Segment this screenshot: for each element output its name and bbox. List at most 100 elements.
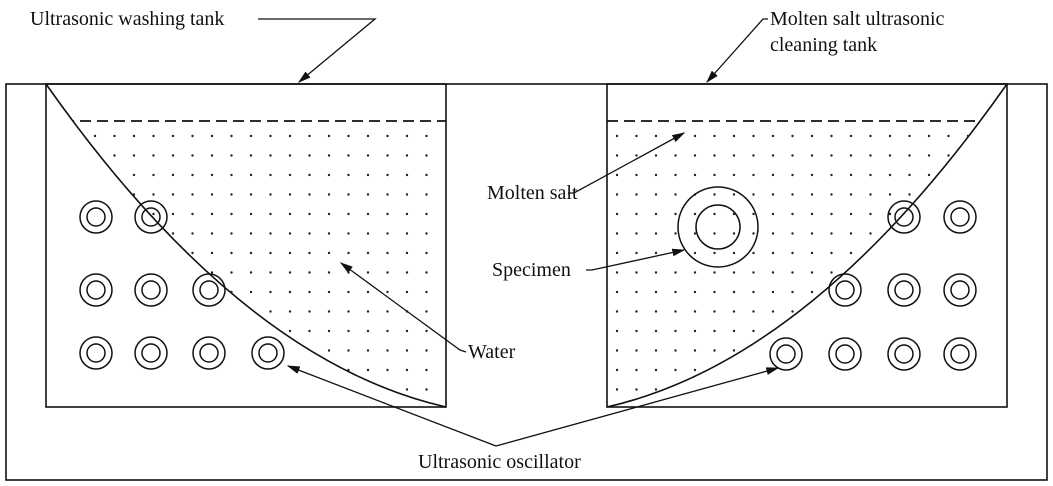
fill-dot — [308, 329, 311, 333]
fill-dot — [269, 349, 272, 352]
fill-dot — [230, 368, 233, 372]
fill-dot — [888, 388, 892, 391]
fill-dot — [386, 251, 389, 255]
fill-dot — [405, 271, 409, 274]
fill-dot — [366, 193, 370, 196]
fill-dot — [210, 232, 214, 235]
oscillator-outer-ring — [192, 336, 226, 370]
fill-dot — [869, 193, 872, 196]
fill-dot — [132, 134, 136, 138]
ultrasonic-oscillator — [79, 336, 113, 370]
oscillator-inner-ring — [86, 280, 106, 300]
fill-dot — [152, 329, 155, 333]
fill-dot — [635, 388, 638, 391]
fill-dot — [732, 154, 736, 157]
fill-dot — [654, 271, 658, 274]
fill-dot — [54, 368, 58, 372]
fill-dot — [654, 310, 658, 313]
fill-dot — [654, 232, 658, 235]
oscillator-label: Ultrasonic oscillator — [418, 451, 581, 473]
fill-dot — [927, 329, 931, 333]
fill-dot — [693, 329, 697, 333]
fill-dot — [347, 173, 350, 177]
fill-dot — [191, 368, 194, 372]
fill-dot — [347, 154, 350, 157]
fill-dot — [425, 193, 428, 196]
fill-dot — [93, 134, 97, 138]
fill-dot — [888, 271, 892, 274]
fill-dot — [615, 193, 619, 196]
fill-dot — [869, 388, 872, 391]
fill-dot — [986, 368, 989, 372]
fill-dot — [425, 388, 428, 391]
fill-dot — [210, 212, 214, 216]
ultrasonic-oscillator — [79, 273, 113, 307]
fill-dot — [674, 212, 677, 216]
ultrasonic-oscillator — [192, 336, 226, 370]
fill-dot — [386, 329, 389, 333]
ultrasonic-oscillator — [943, 273, 977, 307]
fill-dot — [888, 290, 892, 294]
fill-dot — [347, 290, 350, 294]
fill-dot — [132, 232, 136, 235]
fill-dot — [771, 154, 775, 157]
fill-dot — [654, 251, 658, 255]
fill-dot — [425, 349, 428, 352]
fill-dot — [966, 271, 970, 274]
fill-dot — [249, 173, 253, 177]
fill-dot — [810, 368, 814, 372]
fill-dot — [615, 368, 619, 372]
fill-dot — [732, 388, 736, 391]
fill-dot — [288, 173, 292, 177]
fill-dot — [347, 212, 350, 216]
fill-dot — [425, 134, 428, 138]
fill-dot — [327, 290, 331, 294]
fill-dot — [869, 368, 872, 372]
fill-dot — [810, 310, 814, 313]
fill-dot — [347, 232, 350, 235]
fill-dot — [849, 349, 853, 352]
fill-dot — [230, 271, 233, 274]
fill-dot — [888, 212, 892, 216]
fill-dot — [288, 154, 292, 157]
fill-dot — [752, 271, 755, 274]
fill-dot — [152, 251, 155, 255]
fill-dot — [693, 232, 697, 235]
fill-dot — [908, 212, 911, 216]
fill-dot — [908, 251, 911, 255]
fill-dot — [635, 154, 638, 157]
fill-dot — [74, 388, 77, 391]
fill-dot — [810, 154, 814, 157]
fill-dot — [210, 310, 214, 313]
fill-dot — [269, 388, 272, 391]
fill-dot — [405, 368, 409, 372]
fill-dot — [635, 290, 638, 294]
fill-dot — [654, 173, 658, 177]
fill-dot — [810, 134, 814, 138]
fill-dot — [425, 368, 428, 372]
fill-dot — [888, 310, 892, 313]
fill-dot — [966, 368, 970, 372]
fill-dot — [869, 232, 872, 235]
fill-dot — [849, 251, 853, 255]
fill-dot — [249, 232, 253, 235]
oscillator-inner-ring — [199, 280, 219, 300]
fill-dot — [752, 251, 755, 255]
ultrasonic-oscillator — [943, 337, 977, 371]
fill-dot — [327, 349, 331, 352]
fill-dot — [791, 193, 794, 196]
fill-dot — [54, 154, 58, 157]
fill-dot — [849, 193, 853, 196]
fill-dot — [635, 310, 638, 313]
fill-dot — [869, 310, 872, 313]
fill-dot — [791, 232, 794, 235]
fill-dot — [288, 329, 292, 333]
fill-dot — [74, 271, 77, 274]
fill-dot — [366, 173, 370, 177]
outer-frame — [5, 83, 1048, 481]
fill-dot — [288, 349, 292, 352]
oscillator-inner-ring — [141, 343, 161, 363]
fill-dot — [288, 368, 292, 372]
fill-dot — [752, 154, 755, 157]
